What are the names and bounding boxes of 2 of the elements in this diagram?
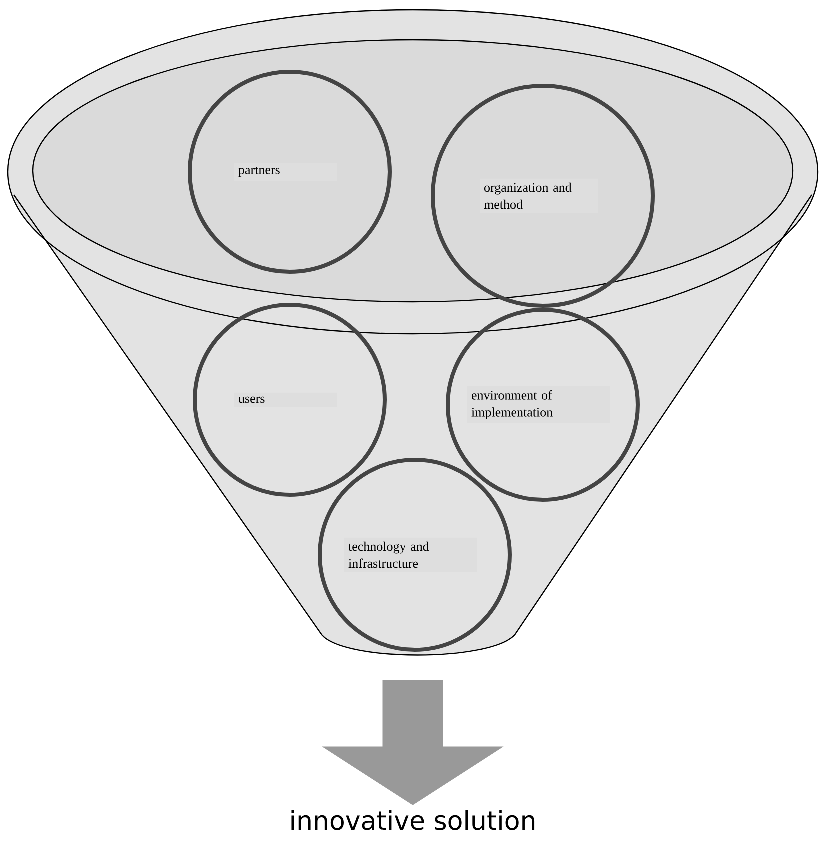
result-text: innovative solution: [292, 810, 535, 830]
arrow: [322, 680, 504, 806]
